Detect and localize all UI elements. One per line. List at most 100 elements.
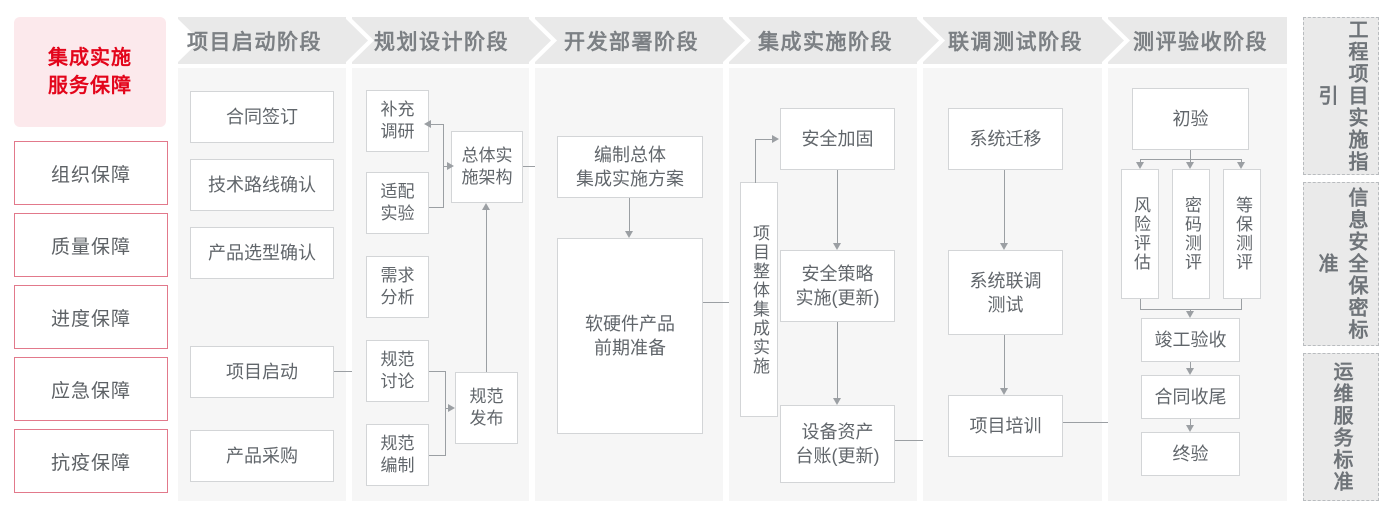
node-equipment-asset-ledger[interactable]: 设备资产 台账(更新) <box>780 405 895 483</box>
node-adaptation-experiment[interactable]: 适配 实验 <box>366 172 429 234</box>
standard-operation-maintenance-service[interactable]: 运维服务标准 <box>1303 353 1379 501</box>
connector-jointtest-to-training <box>1004 335 1006 388</box>
node-security-hardening[interactable]: 安全加固 <box>780 108 895 170</box>
node-contract-signing[interactable]: 合同签订 <box>190 91 334 143</box>
node-completion-acceptance[interactable]: 竣工验收 <box>1141 318 1240 362</box>
node-line1: 编制总体 <box>594 145 666 165</box>
connector-spec-discussion-out <box>429 371 445 373</box>
arrow-down-icon <box>1186 425 1194 432</box>
arrow-down-icon <box>1186 162 1194 169</box>
connector-supp-research-out <box>429 124 443 126</box>
phase-header-jointtest: 联调测试阶段 <box>921 17 1124 64</box>
guarantee-panel: 集成实施 服务保障 组织保障 质量保障 进度保障 应急保障 抗疫保障 <box>14 17 168 501</box>
arrow-down-icon <box>1000 243 1008 250</box>
node-line2: 实验 <box>380 204 415 223</box>
node-line1: 安全策略 <box>801 264 874 284</box>
node-line1: 规范 <box>469 387 504 406</box>
connector-training-right <box>1063 422 1109 424</box>
connector-fanout-left <box>1140 159 1142 162</box>
node-overall-implementation-architecture[interactable]: 总体实 施架构 <box>451 131 523 203</box>
node-final-acceptance[interactable]: 终验 <box>1141 432 1240 476</box>
phase-header-planning-label: 规划设计阶段 <box>374 30 509 54</box>
node-spec-drafting[interactable]: 规范 编制 <box>366 424 429 486</box>
node-supplementary-research[interactable]: 补充 调研 <box>366 90 429 152</box>
node-line1: 补充 <box>380 100 415 119</box>
standard-label: 工程项目实施指引 <box>1315 19 1367 173</box>
node-line1: 规范 <box>380 350 415 369</box>
guarantee-item-organization[interactable]: 组织保障 <box>14 141 168 205</box>
node-line2: 分析 <box>380 288 415 307</box>
node-line1: 设备资产 <box>801 422 874 442</box>
phase-header-integration: 集成实施阶段 <box>727 17 939 64</box>
connector-merge-to-arch <box>443 166 448 168</box>
connector-fanout-mid <box>1190 159 1192 162</box>
node-line2: 编制 <box>380 456 415 475</box>
connector-policy-to-ledger <box>837 322 839 398</box>
phase-header-develop: 开发部署阶段 <box>533 17 745 64</box>
node-line2: 施架构 <box>461 168 513 187</box>
arrow-right-icon <box>772 135 779 143</box>
phase-header-acceptance-label: 测评验收阶段 <box>1133 30 1268 54</box>
node-product-procurement[interactable]: 产品采购 <box>190 430 334 482</box>
phase-header-start: 项目启动阶段 <box>176 17 368 64</box>
arrow-down-icon <box>1186 368 1194 375</box>
node-overall-project-integration[interactable]: 项目整体集成实施 <box>740 182 778 417</box>
node-overall-integration-scheme[interactable]: 编制总体 集成实施方案 <box>557 136 703 198</box>
arrow-down-icon <box>625 231 633 238</box>
node-line2: 调研 <box>380 122 415 141</box>
node-line1: 总体实 <box>461 146 513 165</box>
node-line2: 台账(更新) <box>795 446 880 466</box>
arrow-down-icon <box>1000 388 1008 395</box>
connector-scheme-to-preparation <box>629 198 631 231</box>
node-line2: 集成实施方案 <box>576 169 684 189</box>
arrow-down-icon <box>1136 162 1144 169</box>
guarantee-item-epidemic[interactable]: 抗疫保障 <box>14 429 168 493</box>
node-line2: 测试 <box>987 294 1024 315</box>
node-system-joint-debug-test[interactable]: 系统联调 测试 <box>948 250 1063 335</box>
standard-engineering-project-guide[interactable]: 工程项目实施指引 <box>1303 17 1379 175</box>
node-cryptography-evaluation[interactable]: 密码测评 <box>1172 169 1210 299</box>
arrow-down-icon <box>1186 311 1194 318</box>
connector-merge-to-release <box>445 408 449 410</box>
arrow-left-icon <box>424 120 431 128</box>
phase-header-develop-label: 开发部署阶段 <box>564 30 699 54</box>
node-security-policy-implementation[interactable]: 安全策略 实施(更新) <box>780 250 895 322</box>
guarantee-panel-title: 集成实施 服务保障 <box>14 17 166 127</box>
node-preliminary-acceptance[interactable]: 初验 <box>1132 88 1249 150</box>
connector-merge-vertical-bottom <box>445 371 447 456</box>
node-risk-assessment[interactable]: 风险评估 <box>1121 169 1159 299</box>
guarantee-item-schedule[interactable]: 进度保障 <box>14 285 168 349</box>
arrow-down-icon <box>1237 162 1245 169</box>
node-line2: 讨论 <box>380 372 415 391</box>
node-spec-discussion[interactable]: 规范 讨论 <box>366 340 429 402</box>
node-line2: 实施(更新) <box>795 288 880 308</box>
standard-label: 运维服务标准 <box>1330 361 1352 493</box>
node-line2: 前期准备 <box>594 338 666 358</box>
phase-header-integration-label: 集成实施阶段 <box>758 30 893 54</box>
guarantee-title-line2: 服务保障 <box>48 75 132 97</box>
connector-integration-to-hardening <box>755 139 772 141</box>
node-line1: 系统联调 <box>969 270 1042 291</box>
connector-fanin-right <box>1241 299 1243 309</box>
phase-header-planning: 规划设计阶段 <box>350 17 551 64</box>
connector-fanin-left <box>1140 299 1142 309</box>
connector-adaptation-out <box>429 207 443 209</box>
guarantee-item-emergency[interactable]: 应急保障 <box>14 357 168 421</box>
node-project-kickoff[interactable]: 项目启动 <box>190 346 334 398</box>
guarantee-item-quality[interactable]: 质量保障 <box>14 213 168 277</box>
node-product-selection-confirm[interactable]: 产品选型确认 <box>190 227 334 279</box>
connector-fanin-mid <box>1190 309 1192 312</box>
standard-information-security-confidentiality[interactable]: 信息安全保密标准 <box>1303 182 1379 346</box>
node-requirement-analysis[interactable]: 需求 分析 <box>366 256 429 318</box>
node-spec-release[interactable]: 规范 发布 <box>455 372 518 444</box>
node-line1: 适配 <box>380 182 415 201</box>
node-project-training[interactable]: 项目培训 <box>948 395 1063 457</box>
node-tech-route-confirm[interactable]: 技术路线确认 <box>190 159 334 211</box>
node-hardware-software-preparation[interactable]: 软硬件产品 前期准备 <box>557 238 703 434</box>
arrow-right-icon <box>447 162 454 170</box>
node-contract-closure[interactable]: 合同收尾 <box>1141 375 1240 419</box>
node-system-migration[interactable]: 系统迁移 <box>948 108 1063 170</box>
arrow-right-icon <box>448 404 455 412</box>
connector-fanout-right <box>1241 159 1243 162</box>
node-mlps-evaluation[interactable]: 等保测评 <box>1223 169 1261 299</box>
